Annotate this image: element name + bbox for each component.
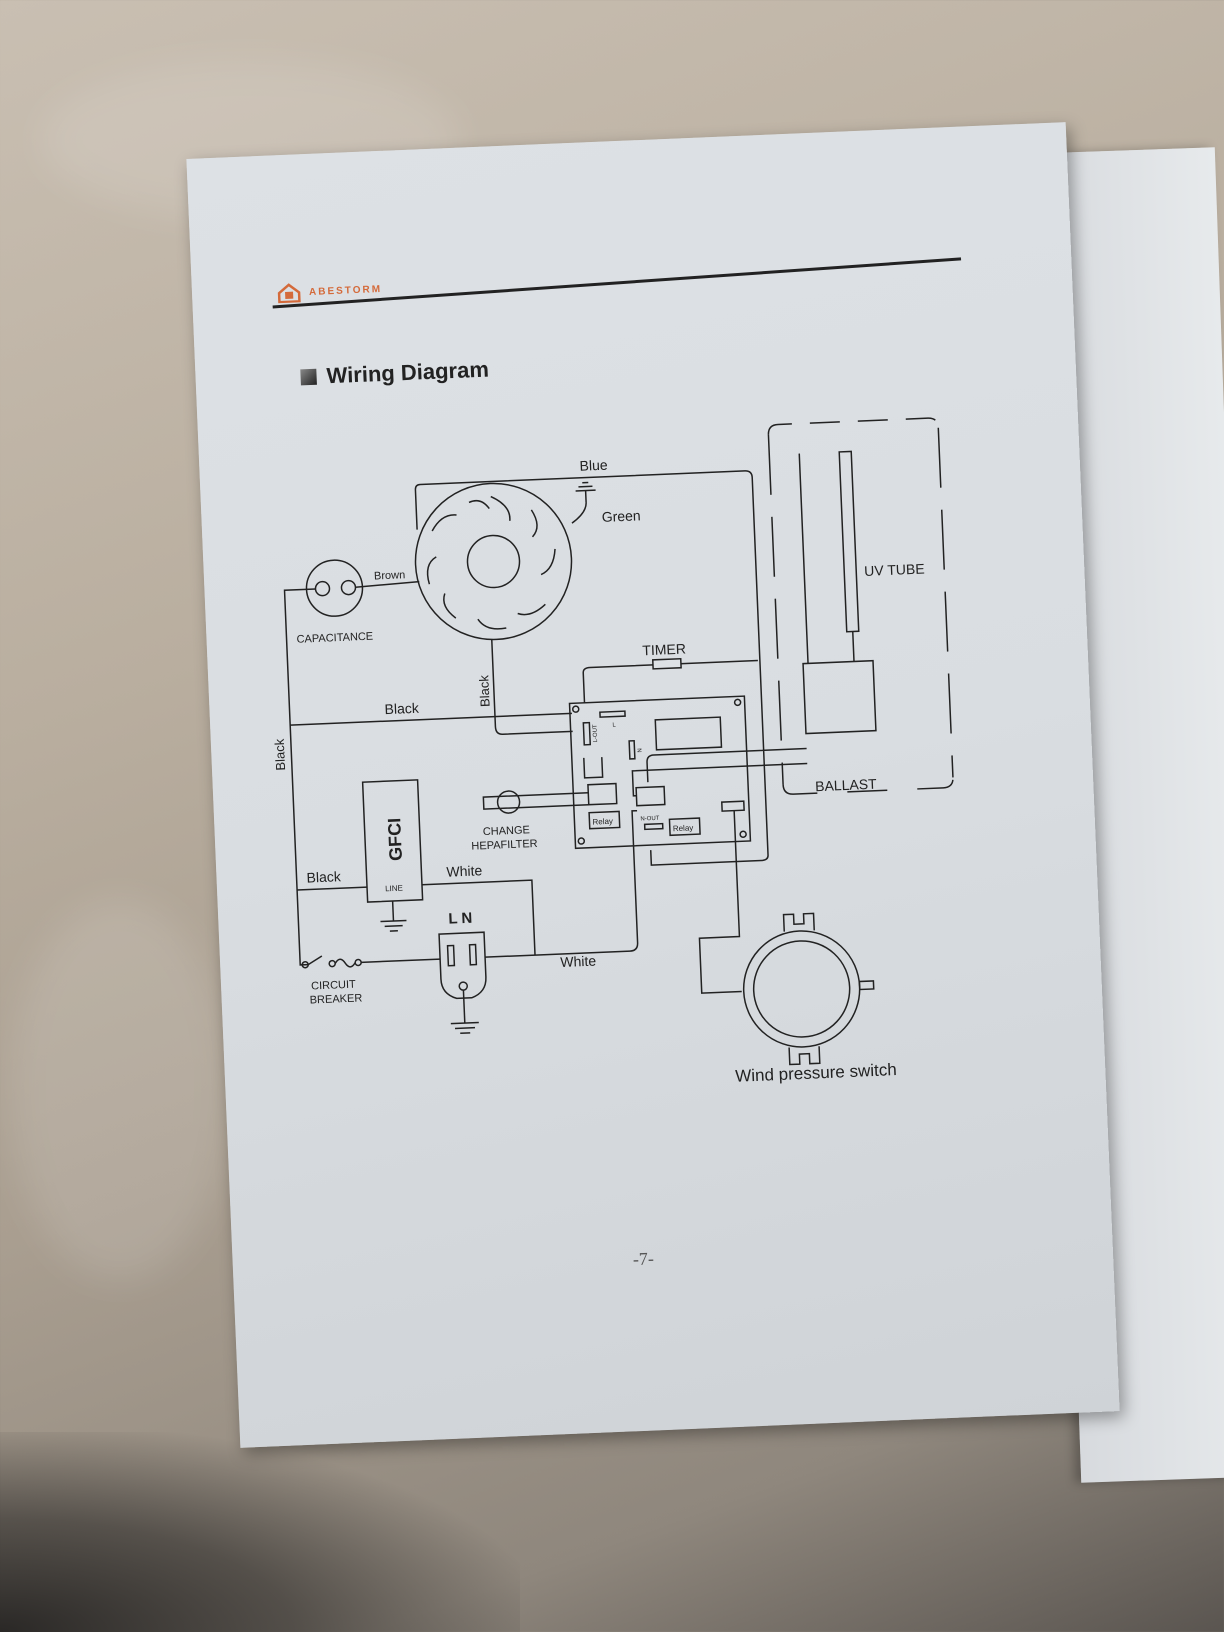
blue-label: Blue: [579, 457, 608, 474]
line-label: LINE: [385, 884, 403, 894]
change-filter-label-2: HEPAFILTER: [471, 838, 538, 853]
change-filter-label-1: CHANGE: [483, 824, 531, 838]
black-wire-bottom: [297, 886, 368, 891]
circuit-breaker-label-1: CIRCUIT: [311, 979, 356, 993]
plug-ln-label: L N: [448, 910, 473, 928]
uv-enclosure: [767, 417, 940, 435]
relay-2-label: Relay: [673, 823, 694, 833]
jumper: [583, 757, 604, 779]
white-wire-bottom: [485, 809, 639, 958]
green-wire: [571, 502, 587, 524]
house-logo-icon: [277, 283, 301, 304]
relay-1-label: Relay: [592, 817, 613, 827]
gfci-label: GFCI: [384, 817, 406, 861]
black-wire-left: [283, 588, 316, 966]
heading-square-icon: [300, 368, 317, 386]
cloth-highlight: [10, 900, 230, 1280]
brand-name: ABESTORM: [308, 283, 383, 298]
black-bottom-label: Black: [306, 868, 342, 885]
page-title: Wiring Diagram: [326, 356, 490, 389]
white-bottom-label: White: [560, 953, 597, 970]
fan-blades: [426, 495, 556, 630]
page-number: -7-: [632, 1248, 655, 1270]
wind-pressure-switch-label: Wind pressure switch: [735, 1060, 897, 1086]
black-top-label: Black: [384, 700, 420, 717]
shadow-corner: [0, 1432, 520, 1632]
brown-label: Brown: [374, 569, 406, 582]
n-out-label: N-OUT: [640, 816, 660, 823]
white-wire-top: [421, 879, 536, 956]
switch-wire: [698, 810, 742, 994]
breaker-wire: [361, 958, 441, 964]
wind-pressure-switch: [742, 930, 861, 1048]
n-term-label: N: [637, 748, 643, 753]
relay-2: [668, 817, 701, 837]
brand-logo: ABESTORM: [277, 279, 383, 304]
l-term-label: L: [612, 722, 616, 728]
gfci-module: [361, 779, 424, 903]
power-plug: [438, 931, 487, 1000]
timer-wire: [582, 659, 758, 703]
n-out-terminal: [643, 822, 664, 831]
uv-tube: [838, 450, 860, 633]
wiring-diagram: Blue Green Brown CAPACITANCE TIMER Black…: [272, 417, 954, 1086]
manual-page: ABESTORM Wiring Diagram: [186, 122, 1120, 1448]
breaker-switch: [307, 955, 323, 966]
ballast-wire: [646, 747, 807, 783]
relay-1: [588, 810, 621, 830]
ballast-connector: [635, 785, 666, 807]
ballast-label: BALLAST: [815, 776, 878, 795]
green-label: Green: [601, 507, 641, 525]
filter-connector: [587, 782, 618, 806]
control-board: [568, 695, 752, 850]
brown-wire: [355, 580, 420, 589]
section-heading: Wiring Diagram: [300, 357, 489, 391]
black-wire-top: [290, 712, 572, 726]
ballast-box: [802, 659, 877, 735]
l-out-label: L-OUT: [592, 724, 599, 743]
white-top-label: White: [446, 862, 483, 879]
fan-housing: [414, 482, 573, 641]
black-wire-fan: [491, 639, 573, 735]
timer-label: TIMER: [642, 641, 686, 659]
switch-connector: [720, 800, 745, 812]
display-window: [654, 716, 723, 751]
blue-wire: [414, 470, 769, 866]
black-left-label: Black: [272, 738, 288, 771]
black-fan-label: Black: [476, 674, 492, 707]
capacitance-label: CAPACITANCE: [296, 631, 373, 646]
l-out-terminal: [582, 721, 592, 746]
uv-tube-label: UV TUBE: [864, 560, 925, 579]
circuit-breaker-label-2: BREAKER: [309, 992, 362, 1006]
change-filter-indicator: [496, 790, 521, 814]
fan-hub: [466, 534, 521, 589]
timer-fuse: [651, 657, 682, 670]
l-terminal: [599, 710, 626, 718]
n-terminal: [628, 739, 636, 760]
